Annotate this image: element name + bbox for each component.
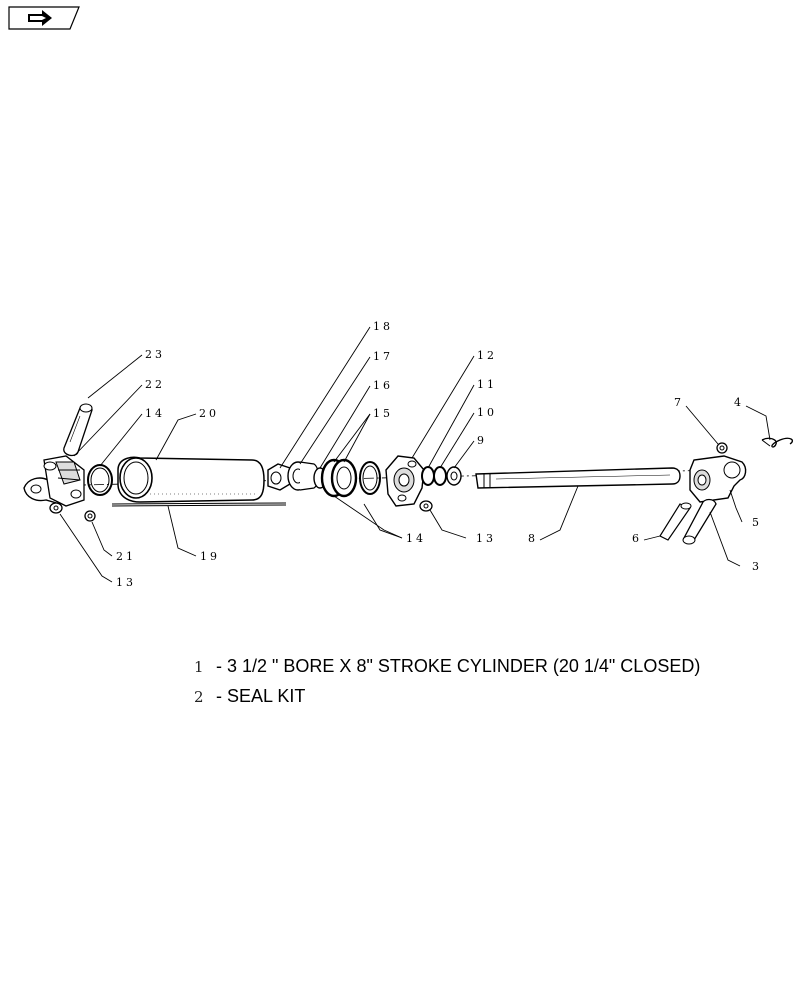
part-12-gland <box>385 455 425 507</box>
part-5-clevis <box>689 455 747 503</box>
callout-11: 11 <box>477 378 497 391</box>
callout-5: 5 <box>752 516 762 529</box>
part-left-end-cap <box>23 455 85 507</box>
part-15-piston-seal <box>320 458 358 498</box>
forward-arrow-icon <box>28 10 52 26</box>
callout-9: 9 <box>477 434 487 447</box>
callout-7: 7 <box>674 396 684 409</box>
part-17-piston <box>287 461 320 491</box>
callout-14-lower: 14 <box>406 532 426 545</box>
callout-14: 14 <box>145 407 165 420</box>
nav-forward-tab[interactable] <box>8 6 80 30</box>
callout-20: 20 <box>199 407 219 420</box>
part-14-o-ring-left <box>87 464 113 496</box>
legend-item-number: 1 <box>194 658 204 676</box>
part-10-wiper <box>433 466 447 486</box>
callout-22: 22 <box>145 378 165 391</box>
callout-10: 10 <box>477 406 497 419</box>
part-7-nut <box>716 442 728 454</box>
part-21-nut <box>84 510 96 522</box>
leader-lines <box>59 326 771 583</box>
legend-item-text: - 3 1/2 " BORE X 8" STROKE CYLINDER (20 … <box>216 656 701 676</box>
callout-21: 21 <box>116 550 136 563</box>
callout-3: 3 <box>752 560 762 573</box>
part-9-ring <box>446 466 462 486</box>
callout-8: 8 <box>528 532 538 545</box>
part-8-piston-rod <box>475 467 681 489</box>
legend-item-2: 2 - SEAL KIT <box>194 684 305 709</box>
part-23-pin <box>63 403 93 457</box>
legend-item-number: 2 <box>194 688 204 706</box>
callout-4: 4 <box>734 396 744 409</box>
part-3-pin <box>682 498 717 545</box>
callout-19: 19 <box>200 550 220 563</box>
callout-6: 6 <box>632 532 642 545</box>
part-13-washer-left <box>49 502 63 514</box>
exploded-cylinder-diagram: 23 22 14 20 18 17 16 15 12 11 10 9 7 4 5… <box>23 320 794 589</box>
part-14-o-ring-middle <box>359 461 381 495</box>
part-6-bolt <box>659 502 692 541</box>
callout-17: 17 <box>373 350 393 363</box>
part-18-nut <box>267 463 291 491</box>
part-19-tie-rod <box>111 502 287 507</box>
callout-18: 18 <box>373 320 393 333</box>
callout-15: 15 <box>373 407 393 420</box>
part-13-nut-right <box>419 500 433 512</box>
callout-16: 16 <box>373 379 393 392</box>
callout-12: 12 <box>477 349 497 362</box>
part-11-seal <box>421 466 435 486</box>
callout-23: 23 <box>145 348 165 361</box>
callout-13-left: 13 <box>116 576 136 589</box>
part-20-barrel <box>117 456 265 503</box>
part-4-clip <box>761 437 794 448</box>
callout-13: 13 <box>476 532 496 545</box>
legend-item-1: 1 - 3 1/2 " BORE X 8" STROKE CYLINDER (20… <box>194 654 700 679</box>
legend-item-text: - SEAL KIT <box>216 686 306 706</box>
